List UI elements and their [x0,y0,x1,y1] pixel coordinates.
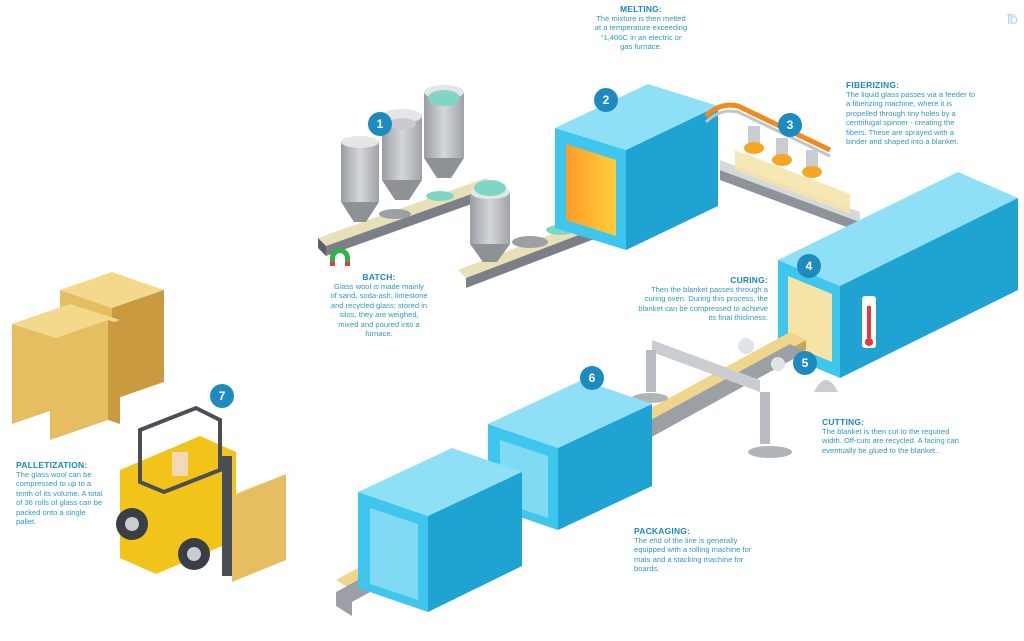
step-title: BATCH: [362,272,396,282]
thermometer-icon [862,296,876,348]
silo [382,109,422,200]
cutting-machine [632,338,838,458]
step-title: PACKAGING: [634,526,691,536]
spinner [802,150,822,178]
step-4-badge: 4 [797,254,821,278]
step-description: The blanket is then cut to the required … [822,427,960,455]
step-melting-text: MELTING: The mixture is then melted at a… [594,4,688,52]
step-description: The liquid glass passes via a feeder to … [846,90,976,147]
step-2-badge: 2 [594,88,618,112]
spinner [772,138,792,166]
step-1-badge: 1 [368,112,392,136]
silo [424,85,464,178]
step-title: CURING: [730,275,768,285]
feeder-pipe [704,102,832,158]
melting-furnace [555,84,718,250]
step-fiberizing-text: FIBERIZING: The liquid glass passes via … [846,80,976,146]
step-description: The mixture is then melted at a temperat… [594,14,688,52]
step-7-badge: 7 [210,384,234,408]
step-5-badge: 5 [793,351,817,375]
step-packaging-text: PACKAGING: The end of the line is genera… [634,526,754,574]
silo [470,180,510,262]
step-3-badge: 3 [778,113,802,137]
fiberizing-machine [720,126,860,232]
spinner [744,126,764,154]
packaging-frame-front [358,448,522,612]
step-6-badge: 6 [580,366,604,390]
step-title: CUTTING: [822,417,865,427]
magnet-icon [330,248,350,266]
corner-mark: ℔ [1006,12,1018,28]
step-title: MELTING: [619,4,663,14]
step-description: The glass wool can be compressed to up t… [16,470,103,527]
step-palletization-text: PALLETIZATION: The glass wool can be com… [16,460,108,526]
raw-material-piles [379,191,574,248]
step-description: Then the blanket passes through a curing… [638,285,768,323]
forklift-icon [116,405,298,582]
pallet-stacks [12,272,164,440]
step-description: The end of the line is generally equippe… [634,536,752,574]
step-batch-text: BATCH: Glass wool is made mainly of sand… [330,272,428,338]
batch-silos [341,85,574,262]
curing-oven [778,172,1018,378]
step-cutting-text: CUTTING: The blanket is then cut to the … [822,417,962,455]
step-title: FIBERIZING: [846,80,900,90]
step-title: PALLETIZATION: [16,460,88,470]
silo [341,136,379,222]
step-curing-text: CURING: Then the blanket passes through … [638,275,768,323]
step-description: Glass wool is made mainly of sand, soda-… [330,282,428,339]
